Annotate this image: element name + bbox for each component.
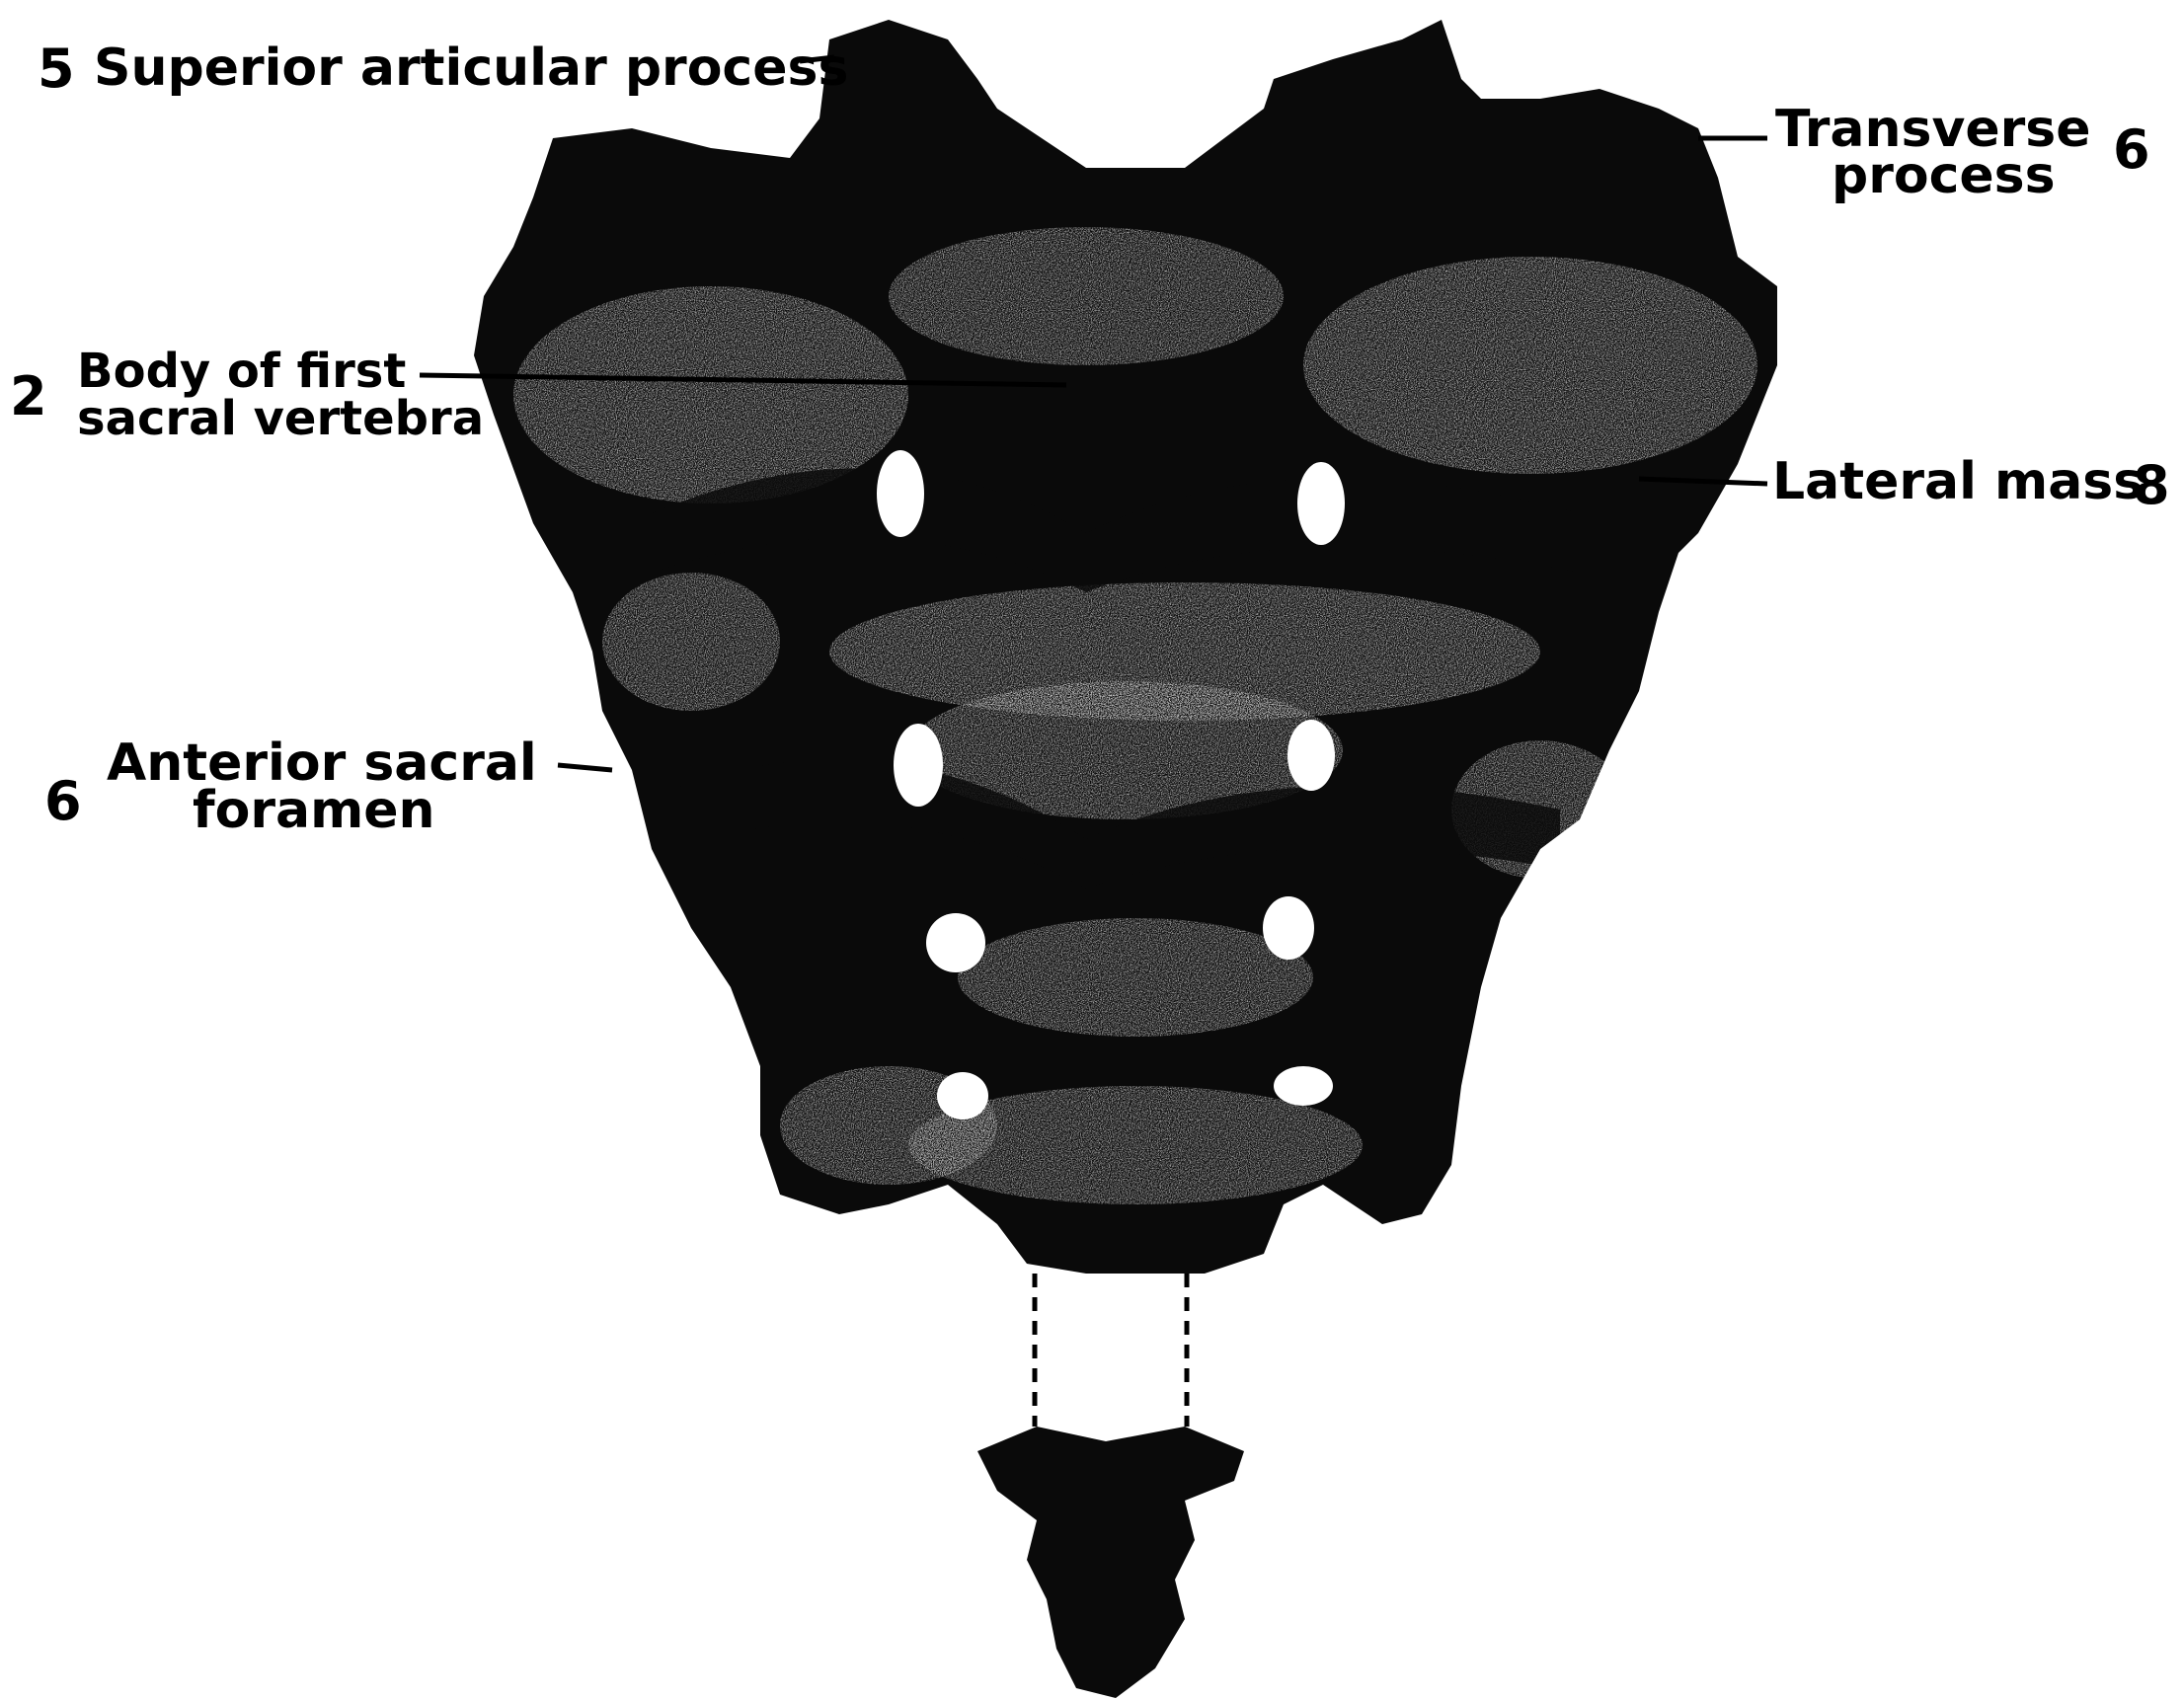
annotation-anterior-foramen: 6	[44, 770, 82, 832]
annotation-superior-articular: 5	[38, 38, 75, 100]
foramen-left-2	[894, 724, 943, 807]
annotation-lateral-mass: 8	[2133, 454, 2170, 516]
sacrum-body	[474, 20, 1777, 1274]
foramen-right-1	[1297, 462, 1345, 545]
leader-anterior-foramen	[558, 765, 612, 770]
coccyx	[977, 1274, 1244, 1698]
foramen-right-2	[1287, 720, 1335, 791]
annotation-body-first-sacral: 2	[10, 365, 47, 427]
label-transverse-line2: process	[1832, 146, 2056, 205]
foramen-right-4	[1274, 1066, 1333, 1106]
label-anterior-foramen-line2: foramen	[193, 781, 435, 840]
label-lateral-mass: Lateral mass	[1772, 452, 2144, 511]
foramen-left-3	[926, 913, 985, 972]
label-superior-articular-process: Superior articular process	[94, 39, 848, 98]
label-body-first-sacral-line2: sacral vertebra	[77, 391, 484, 446]
foramen-left-1	[877, 450, 924, 537]
annotation-transverse: 6	[2113, 118, 2150, 181]
foramen-right-3	[1263, 896, 1314, 960]
foramen-left-4	[937, 1072, 988, 1120]
